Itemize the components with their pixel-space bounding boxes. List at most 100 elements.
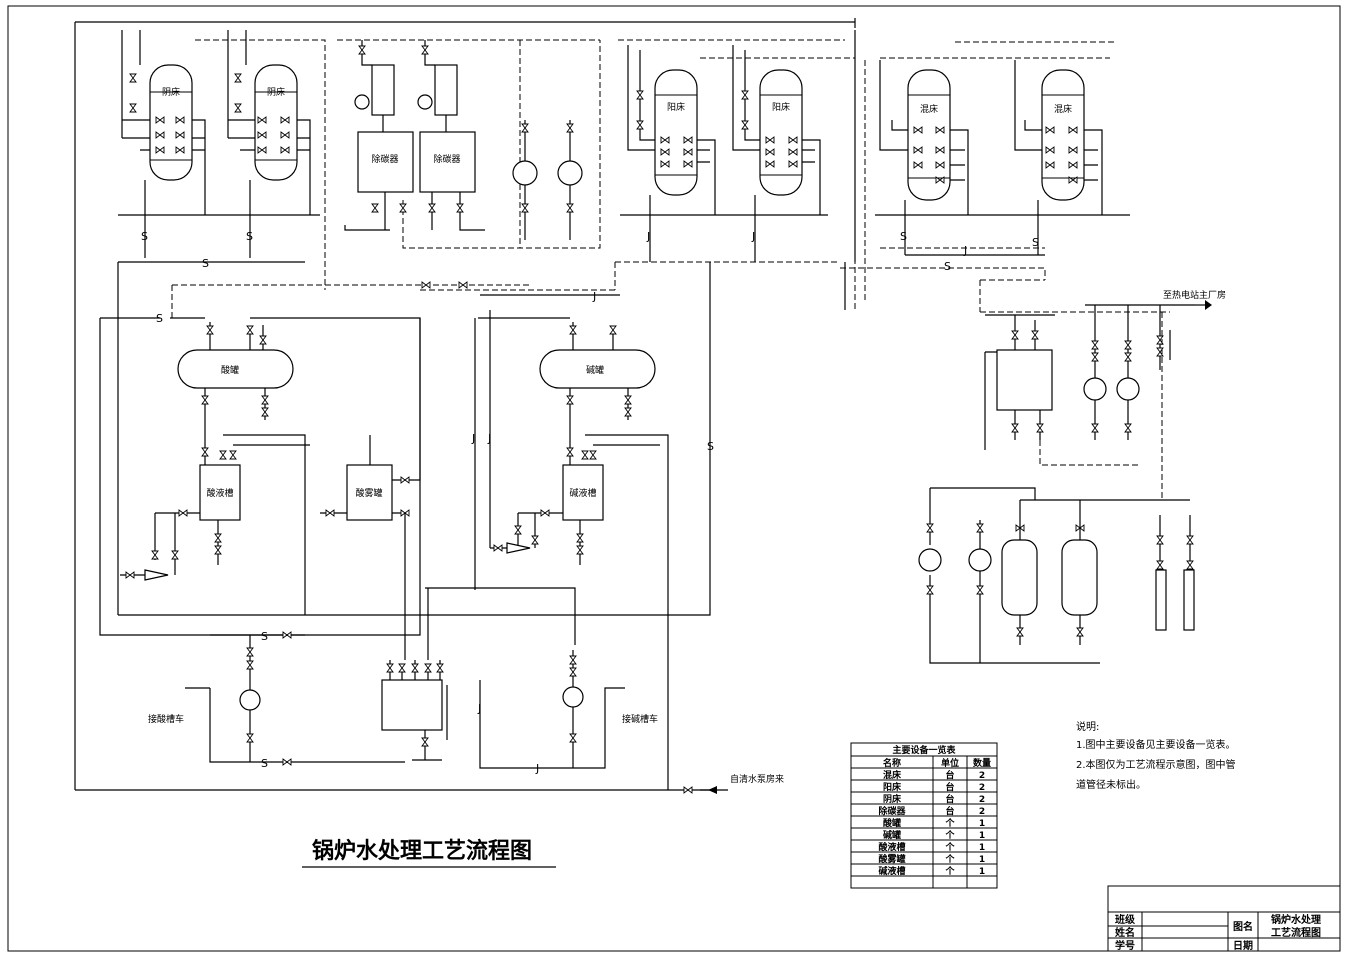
notes-line-1: 1.图中主要设备见主要设备一览表。 (1076, 738, 1236, 751)
anion-bed-1-label: 阴床 (162, 86, 180, 98)
title-block: 班级 姓名 学号 图名 锅炉水处理 工艺流程图 日期 (1107, 885, 1341, 952)
notes-line-2b: 道管径未标出。 (1076, 778, 1146, 791)
table-cell: 除碳器 (878, 805, 906, 817)
col-header-qty: 数量 (973, 757, 991, 769)
acid-section: 酸罐 酸液槽 酸雾罐 (99, 284, 530, 660)
table-cell: 台 (945, 793, 954, 805)
table-cell: 台 (945, 769, 954, 781)
cation-bed-1: 阳床 (654, 69, 698, 196)
acid-liquid-tank: 酸液槽 (199, 464, 241, 521)
acid-liquid-tank-label: 酸液槽 (206, 487, 233, 499)
to-power-plant-label: 至热电站主厂房 (1163, 289, 1226, 301)
pipe-mark-s: S (900, 230, 907, 243)
table-cell: 碱罐 (883, 829, 901, 841)
table-cell: 2 (979, 783, 985, 793)
pump-1 (512, 160, 538, 186)
table-cell: 1 (979, 855, 985, 865)
title-block-drawing-name-label: 图名 (1233, 920, 1253, 933)
alkali-liquid-tank-label: 碱液槽 (569, 487, 596, 499)
pipe-mark-s: S (1032, 236, 1039, 249)
alkali-tank: 碱罐 (539, 349, 656, 389)
title-block-name-label: 姓名 (1114, 926, 1135, 939)
table-cell: 阳床 (883, 781, 902, 793)
pipe-mark-s: S (156, 312, 163, 325)
table-cell: 2 (979, 771, 985, 781)
table-cell: 个 (944, 817, 955, 829)
mixed-beds: 混床 混床 (840, 41, 1170, 500)
table-cell: 酸液槽 (878, 841, 905, 853)
from-pump-room-label: 自清水泵房来 (730, 773, 784, 785)
table-cell: 酸雾罐 (878, 853, 905, 865)
alkali-unload-pump (562, 686, 584, 708)
cation-bed-2: 阳床 (759, 69, 803, 196)
cation-bed-1-label: 阳床 (667, 101, 685, 113)
table-cell: 个 (944, 841, 955, 853)
title-block-date-label: 日期 (1233, 939, 1253, 952)
table-cell: 1 (979, 867, 985, 877)
unloading-section (75, 587, 710, 791)
pipe-mark-j: J (487, 432, 491, 445)
pump-3 (1083, 377, 1107, 401)
pipe-mark-s: S (202, 257, 209, 270)
alkali-liquid-tank: 碱液槽 (562, 464, 604, 521)
table-cell: 台 (945, 781, 954, 793)
table-cell: 阴床 (883, 793, 902, 805)
neutralization-tank (381, 679, 443, 731)
right-dosing-area (918, 300, 1212, 664)
mixed-bed-2: 混床 (1041, 69, 1085, 201)
table-cell: 个 (944, 829, 955, 841)
table-cell: 个 (944, 853, 955, 865)
pipe-mark-j: J (471, 432, 475, 445)
pipe-mark-j: J (535, 762, 539, 775)
dosing-vessel-2 (1061, 539, 1098, 616)
notes-line-2a: 2.本图仅为工艺流程示意图，图中管 (1076, 758, 1236, 771)
notes-heading: 说明: (1076, 720, 1099, 733)
pump-2 (557, 160, 583, 186)
table-cell: 2 (979, 795, 985, 805)
acid-mist-tank-label: 酸雾罐 (355, 487, 382, 499)
pipe-mark-j: J (646, 230, 650, 243)
anion-beds: 阴床 阴床 (74, 18, 856, 790)
title-block-drawing-name-1: 锅炉水处理 (1271, 913, 1321, 926)
pipe-markers: S S S S S S S S S S J J J J J J J J (141, 230, 1039, 775)
table-cell: 1 (979, 843, 985, 853)
title-block-drawing-name-2: 工艺流程图 (1271, 926, 1321, 939)
receive-alkali-truck-label: 接碱槽车 (622, 713, 658, 725)
pipe-mark-j: J (963, 244, 967, 257)
receive-acid-truck-label: 接酸槽车 (148, 713, 184, 725)
acid-tank: 酸罐 (177, 349, 294, 389)
mixed-bed-1-label: 混床 (920, 103, 938, 115)
pipe-mark-s: S (261, 757, 268, 770)
decarbonizer-1-label: 除碳器 (371, 153, 398, 165)
dosing-vessel-1 (1001, 539, 1038, 616)
pipe-mark-s: S (707, 440, 714, 453)
decarbonizer-1 (357, 131, 414, 193)
mixed-bed-1: 混床 (907, 69, 951, 201)
acid-unload-pump (239, 689, 261, 711)
pipe-mark-s: S (141, 230, 148, 243)
pump-4 (1116, 377, 1140, 401)
cation-bed-2-label: 阳床 (772, 101, 790, 113)
acid-mist-tank: 酸雾罐 (346, 464, 393, 521)
drawing-border (7, 5, 1341, 952)
alkali-section: 碱罐 碱液槽 (118, 30, 856, 790)
drawing-title: 锅炉水处理工艺流程图 (312, 838, 532, 864)
title-block-id-label: 学号 (1115, 939, 1135, 952)
alkali-tank-label: 碱罐 (586, 364, 604, 376)
table-cell: 1 (979, 819, 985, 829)
pipe-mark-j: J (751, 230, 755, 243)
acid-tank-label: 酸罐 (221, 364, 239, 376)
col-header-name: 名称 (883, 757, 901, 769)
dosing-column-2 (1183, 569, 1195, 631)
pipe-mark-j: J (477, 702, 481, 715)
anion-bed-2: 阴床 (254, 64, 298, 181)
table-cell: 酸罐 (883, 817, 901, 829)
pump-5 (918, 548, 942, 572)
table-cell: 混床 (883, 769, 902, 781)
pipe-mark-s: S (246, 230, 253, 243)
storage-box (996, 349, 1053, 411)
pump-6 (968, 548, 992, 572)
decarbonizer-2 (419, 131, 476, 193)
equipment-table: 主要设备一览表 名称 单位 数量 混床 台 2 阳床 台 2 阴床 台 2 除碳… (850, 742, 998, 889)
dosing-column-1 (1155, 569, 1167, 631)
